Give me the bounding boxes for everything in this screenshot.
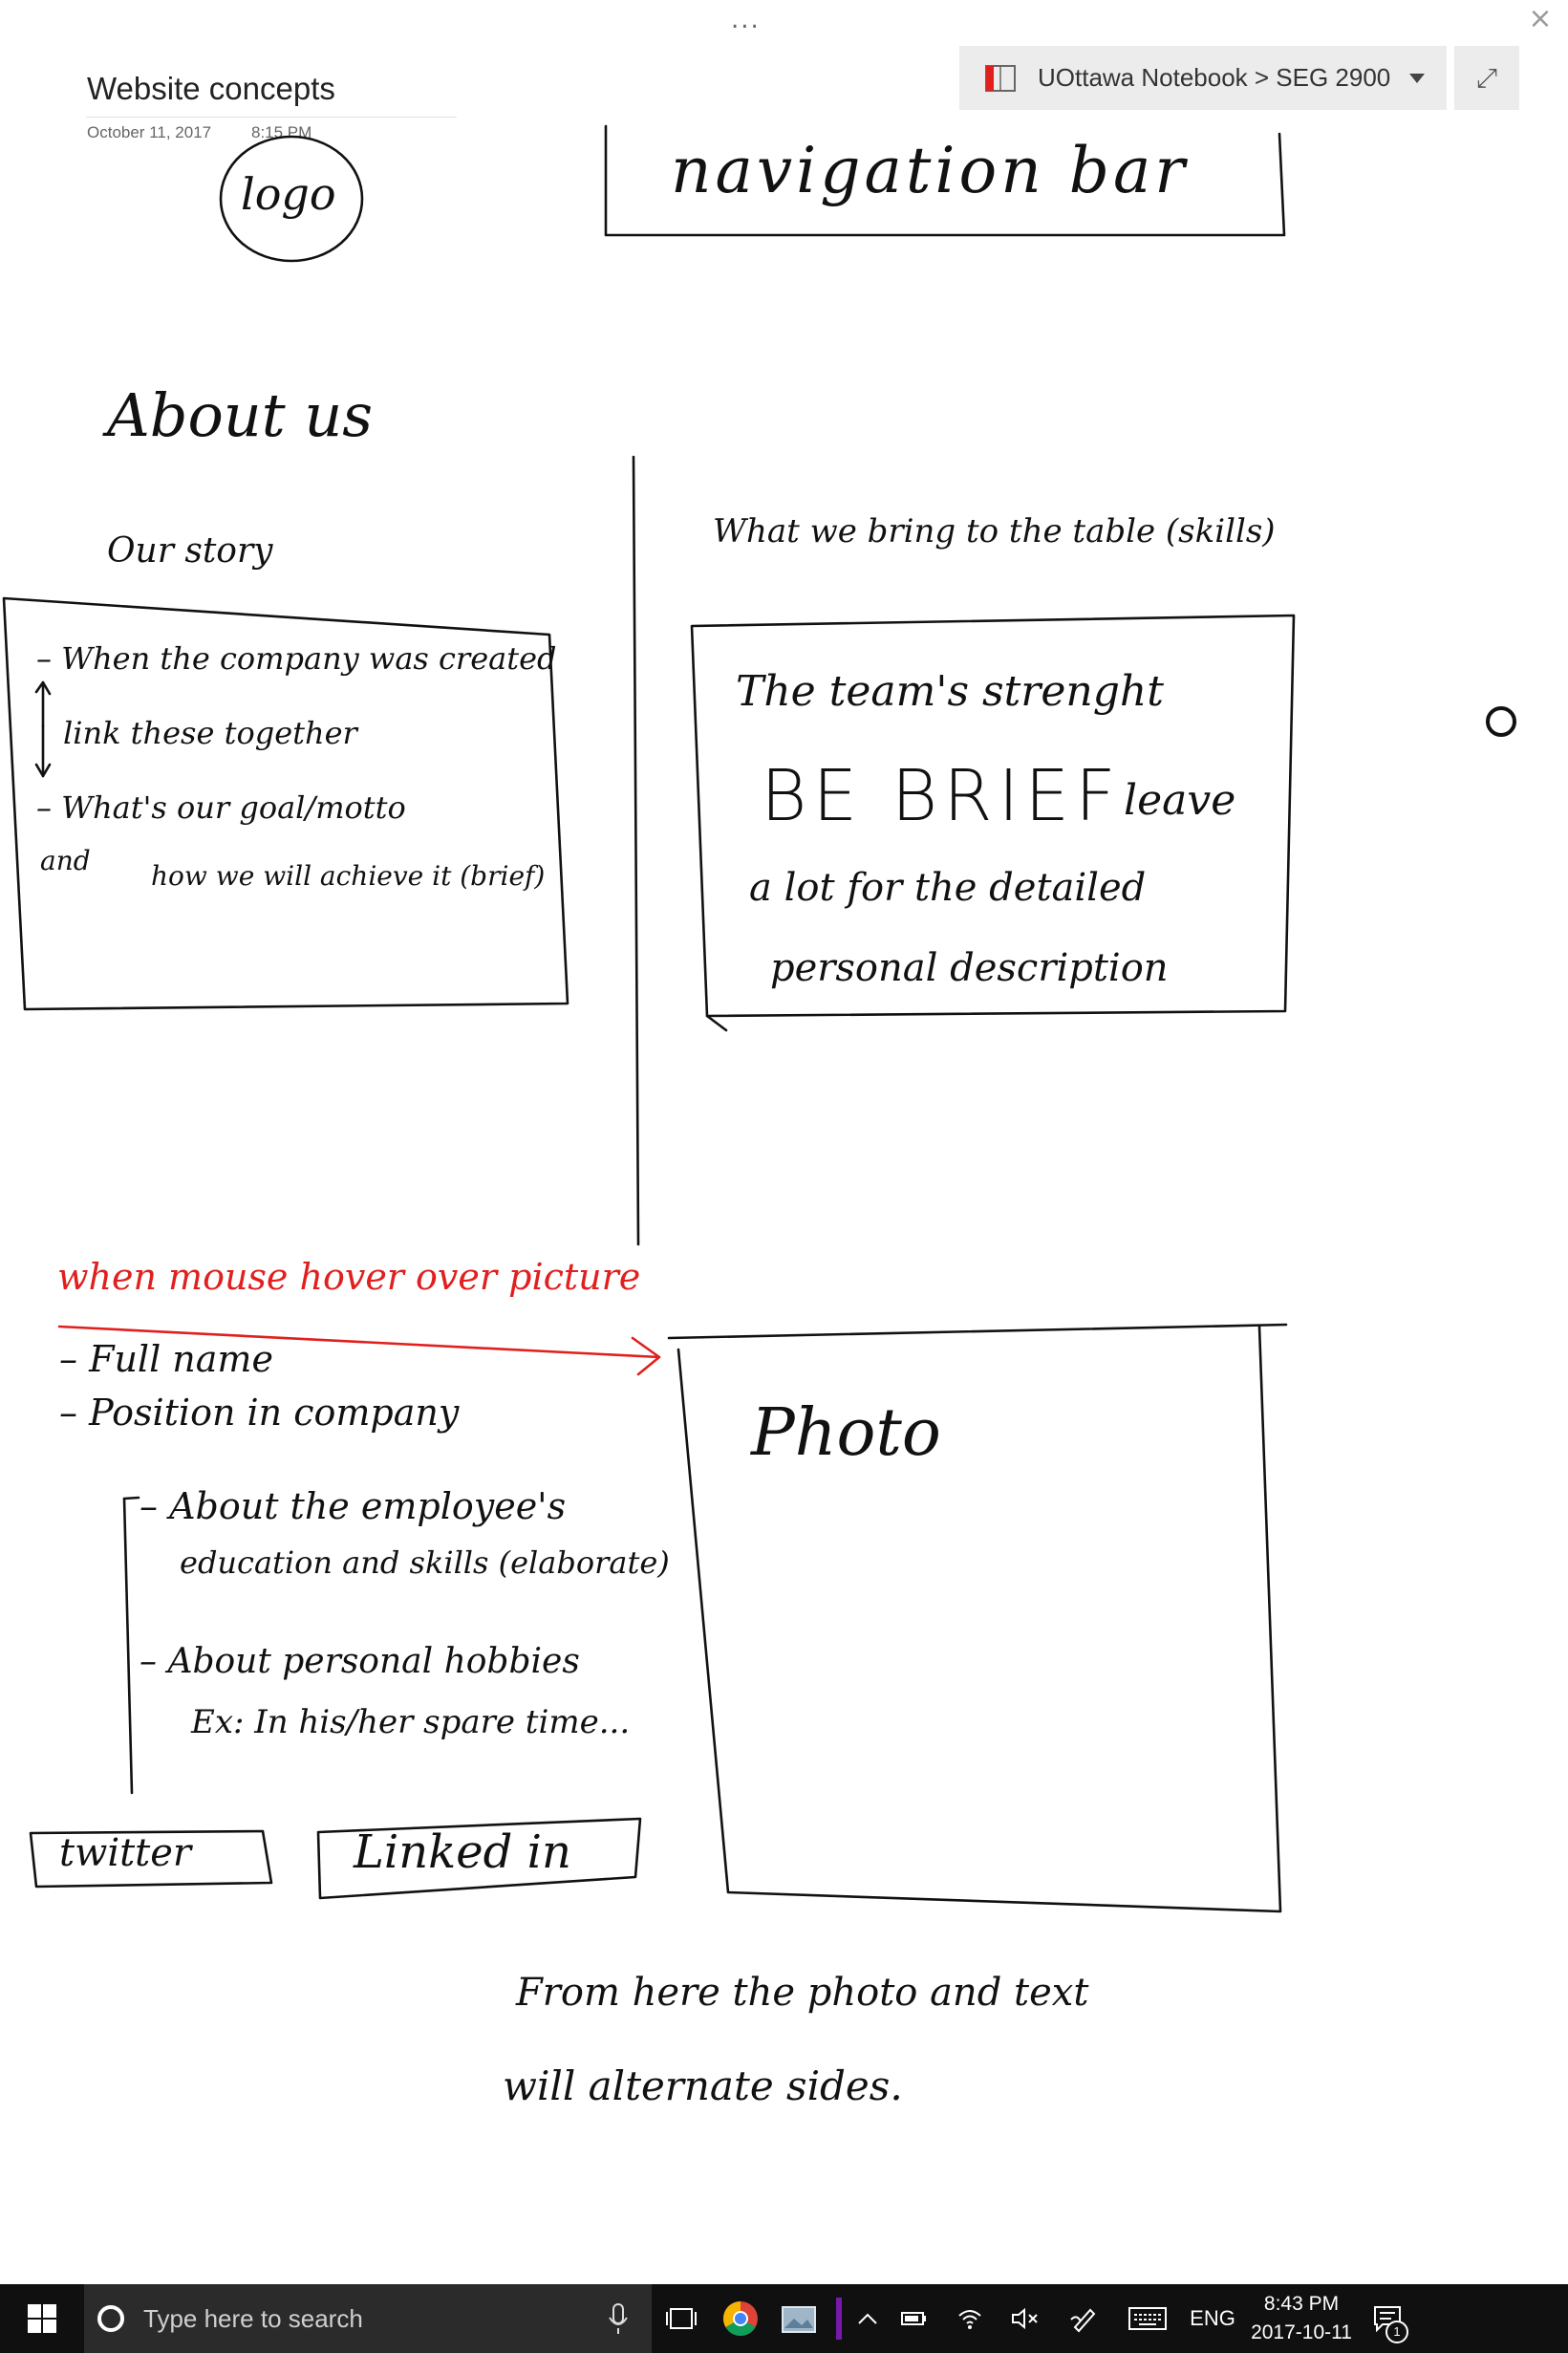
employee-detail: – About the employee's — [140, 1485, 567, 1527]
onenote-indicator[interactable] — [829, 2284, 848, 2353]
photos-app-icon[interactable] — [770, 2284, 829, 2353]
taskbar: Type here to search — [0, 2284, 1568, 2353]
our-story-line: – What's our goal/motto — [36, 789, 406, 826]
chrome-icon[interactable] — [711, 2284, 770, 2353]
clock-date: 2017-10-11 — [1251, 2321, 1352, 2343]
expand-icon: ⤢ — [1475, 61, 1498, 94]
employee-detail: Ex: In his/her spare time... — [191, 1703, 631, 1741]
chevron-up-icon[interactable] — [848, 2284, 887, 2353]
keyboard-icon[interactable] — [1114, 2284, 1181, 2353]
skills-line: BE BRIEF — [761, 755, 1122, 837]
column-divider-stroke — [632, 455, 640, 1246]
footer-note: will alternate sides. — [503, 2062, 903, 2109]
ink-canvas[interactable] — [0, 0, 1568, 2284]
notebook-breadcrumb: UOttawa Notebook > SEG 2900 — [1038, 63, 1391, 92]
employee-detail: – About personal hobbies — [140, 1642, 580, 1681]
start-button[interactable] — [0, 2284, 84, 2353]
skills-line: leave — [1124, 776, 1236, 825]
pen-workspace-icon[interactable] — [1053, 2284, 1114, 2353]
employee-detail: education and skills (elaborate) — [180, 1544, 670, 1581]
expand-button[interactable]: ⤢ — [1454, 46, 1519, 110]
about-us-heading: About us — [107, 380, 374, 450]
navbar-box-stroke — [604, 124, 1286, 237]
notification-icon — [1374, 2306, 1401, 2332]
language-label: ENG — [1190, 2306, 1235, 2330]
our-story-line: how we will achieve it (brief) — [151, 860, 546, 892]
our-story-line: link these together — [63, 715, 357, 751]
our-story-line: and — [40, 845, 91, 876]
page-title[interactable]: Website concepts — [87, 71, 335, 106]
photo-label: Photo — [751, 1395, 941, 1471]
taskbar-clock[interactable]: 8:43 PM 2017-10-11 — [1244, 2284, 1359, 2353]
task-view-icon[interactable] — [652, 2284, 711, 2353]
action-center-button[interactable]: 1 — [1359, 2284, 1416, 2353]
taskbar-search[interactable]: Type here to search — [84, 2284, 652, 2353]
cortana-icon — [97, 2305, 124, 2332]
employee-detail: – Position in company — [59, 1392, 460, 1434]
skills-heading: What we bring to the table (skills) — [713, 512, 1276, 550]
skills-line: personal description — [770, 946, 1169, 990]
our-story-box-stroke — [2, 596, 569, 1011]
twitter-label: twitter — [59, 1831, 192, 1875]
linkedin-label: Linked in — [354, 1825, 571, 1879]
notebook-icon — [985, 64, 1016, 92]
battery-icon[interactable] — [887, 2284, 942, 2353]
navbar-text: navigation bar — [671, 134, 1189, 207]
input-language[interactable]: ENG — [1181, 2284, 1244, 2353]
skills-line: The team's strenght — [736, 667, 1164, 716]
clock-time: 8:43 PM — [1263, 2293, 1340, 2315]
linkedin-box-stroke — [316, 1817, 642, 1900]
notebook-picker[interactable]: UOttawa Notebook > SEG 2900 — [959, 46, 1447, 110]
search-placeholder: Type here to search — [143, 2303, 363, 2333]
skills-line: a lot for the detailed — [749, 866, 1147, 910]
skills-box-stroke — [690, 614, 1296, 1018]
wifi-icon[interactable] — [942, 2284, 998, 2353]
microphone-icon[interactable] — [608, 2302, 629, 2335]
volume-muted-icon[interactable] — [998, 2284, 1053, 2353]
pen-cursor — [1486, 706, 1516, 737]
logo-text: logo — [241, 168, 336, 220]
notification-badge: 1 — [1385, 2321, 1408, 2343]
page-date: October 11, 2017 — [87, 123, 212, 141]
hover-note: when mouse hover over picture — [57, 1256, 641, 1298]
title-divider — [86, 117, 457, 118]
photo-box-stroke — [667, 1323, 1288, 1340]
more-options-button[interactable]: ... — [731, 6, 761, 34]
logo-circle-stroke — [219, 135, 364, 263]
close-button[interactable]: × — [1528, 2, 1553, 35]
our-story-line: – When the company was created — [36, 640, 557, 677]
chevron-down-icon — [1409, 73, 1426, 83]
our-story-heading: Our story — [107, 531, 273, 571]
employee-detail: – Full name — [59, 1338, 273, 1380]
windows-icon — [28, 2304, 56, 2333]
twitter-box-stroke — [29, 1829, 273, 1889]
hover-arrow-stroke — [57, 1325, 661, 1359]
footer-note: From here the photo and text — [516, 1971, 1089, 2015]
